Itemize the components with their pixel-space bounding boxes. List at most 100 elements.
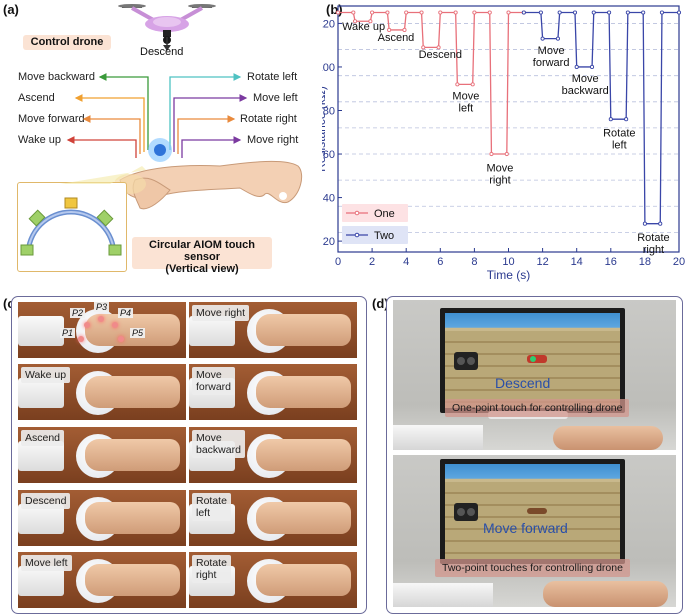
arm-hand-illustration	[114, 160, 303, 210]
hand	[256, 314, 351, 346]
hand-top	[553, 426, 663, 450]
data-point	[540, 36, 545, 41]
y-tick-label: 60	[323, 149, 335, 161]
hand	[85, 564, 180, 596]
drone-illustration	[118, 4, 216, 44]
step-annotation: Ascend	[378, 32, 415, 44]
legend-box	[342, 204, 408, 222]
y-tick-label: 80	[323, 105, 335, 117]
data-point	[676, 10, 682, 15]
gesture-photo: Move right	[189, 302, 357, 358]
data-point	[402, 27, 407, 32]
sensor-point-label: P2	[70, 308, 86, 318]
controller-icon	[454, 503, 478, 521]
sensor-ring-diagram	[20, 197, 122, 256]
sensor-point-label: P1	[60, 328, 76, 338]
legend-label: One	[374, 208, 395, 220]
sensor-caption-line2: (Vertical view)	[165, 263, 239, 275]
step-annotation: Descend	[419, 49, 462, 61]
gesture-label: Move left	[21, 555, 72, 571]
data-point	[641, 10, 646, 15]
sleeve	[189, 316, 235, 346]
x-tick-label: 12	[536, 256, 548, 268]
data-point	[506, 10, 511, 15]
data-point	[607, 10, 612, 15]
y-tick-label: 20	[323, 236, 335, 248]
panel-a-label: (a)	[3, 2, 19, 17]
data-point	[351, 10, 356, 15]
gesture-label: Rotate left	[192, 493, 231, 521]
command-move-left: Move left	[253, 92, 298, 104]
sleeve-bottom	[393, 583, 493, 607]
data-point	[555, 36, 560, 41]
data-point	[589, 64, 595, 70]
gesture-photo: Ascend	[18, 427, 186, 483]
data-point	[521, 10, 526, 15]
command-ascend: Ascend	[18, 92, 55, 104]
data-point	[489, 151, 494, 157]
hand-bottom	[543, 581, 668, 607]
screen-command-text-bottom: Move forward	[483, 520, 568, 536]
y-tick-label: 100	[322, 62, 335, 74]
sleeve	[18, 316, 64, 346]
data-point	[419, 10, 424, 15]
sensor-point-dot	[78, 336, 84, 342]
data-point	[659, 10, 665, 15]
hand	[85, 502, 180, 534]
x-tick-label: 16	[605, 256, 617, 268]
data-point	[504, 151, 509, 157]
data-point	[385, 10, 390, 15]
y-tick-label: 40	[323, 193, 335, 205]
gesture-label: Descend	[21, 493, 71, 509]
y-tick-label: 120	[322, 18, 335, 30]
x-tick-label: 14	[571, 256, 583, 268]
descend-arrow-icon	[163, 37, 171, 51]
legend-marker	[354, 210, 360, 216]
sensor-point-dot	[84, 322, 90, 328]
data-point	[387, 27, 392, 32]
resistance-chart: 0246810121416182020406080100120Time (s)R…	[322, 5, 685, 282]
x-tick-label: 0	[335, 256, 341, 268]
sleeve	[18, 378, 64, 408]
legend-box	[342, 226, 408, 244]
sensor-zoom-connector	[60, 166, 146, 184]
command-rotate-right: Rotate right	[240, 113, 297, 125]
gesture-photo: Move forward	[189, 364, 357, 420]
data-point	[624, 117, 629, 122]
sleeve	[18, 566, 64, 596]
gesture-label: Wake up	[21, 367, 71, 383]
command-move-forward: Move forward	[18, 113, 85, 125]
command-move-backward: Move backward	[18, 71, 96, 83]
legend-marker	[354, 232, 360, 238]
x-tick-label: 6	[437, 256, 443, 268]
x-tick-label: 20	[673, 256, 685, 268]
gesture-photo: Wake up	[18, 364, 186, 420]
controller-icon	[454, 352, 478, 370]
data-point	[572, 10, 578, 15]
y-axis-label: Resistance (kΩ)	[322, 86, 328, 172]
gesture-label: Move right	[192, 305, 250, 321]
data-point	[421, 45, 426, 50]
gesture-photo: Descend	[18, 490, 186, 546]
gesture-photo: Move backward	[189, 427, 357, 483]
sensor-point-dot	[98, 316, 104, 322]
data-point	[608, 117, 613, 122]
sensor-caption: Circular AIOM touch sensor (Vertical vie…	[132, 237, 272, 275]
data-point	[404, 10, 409, 15]
screen-command-text-top: Descend	[495, 375, 551, 391]
data-point	[470, 82, 475, 87]
data-point	[368, 19, 373, 24]
data-point	[335, 10, 341, 15]
sensor-point-dot	[118, 336, 124, 342]
drone-icon	[527, 508, 547, 514]
gesture-label: Move backward	[192, 430, 245, 458]
monitor-photo-bottom: Move forward Two-point touches for contr…	[393, 455, 676, 607]
sensor-point-label: P4	[118, 308, 134, 318]
data-point	[487, 10, 492, 15]
data-point	[455, 82, 460, 87]
hand	[256, 376, 351, 408]
